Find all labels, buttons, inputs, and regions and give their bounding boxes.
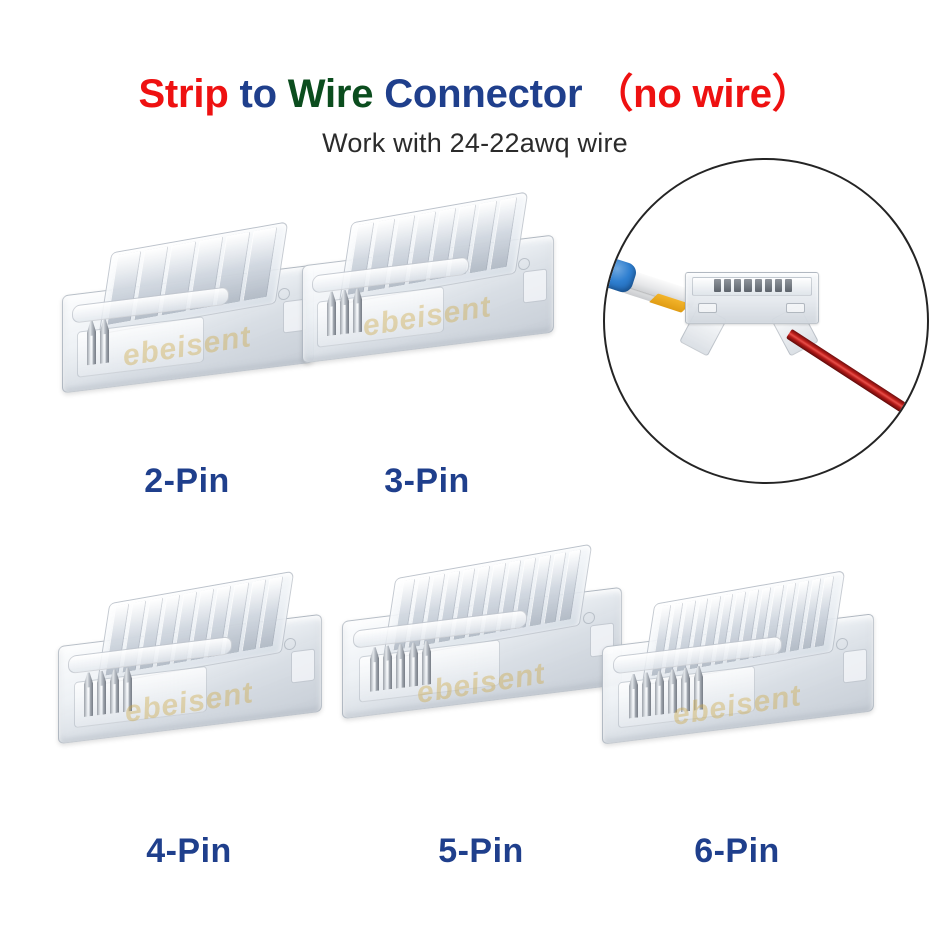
metal-pin — [110, 669, 119, 714]
metal-pin — [353, 288, 362, 333]
metal-pin — [655, 670, 664, 715]
product-label-3-pin: 3-Pin — [384, 462, 470, 500]
page-title: Strip to Wire Connector （no wire） — [0, 0, 950, 114]
metal-pin — [370, 647, 379, 692]
connector-contact-teeth — [714, 279, 792, 292]
product-5-pin[interactable]: ebeisent — [342, 543, 622, 758]
product-label-5-pin: 5-Pin — [438, 832, 524, 870]
metal-pin — [681, 667, 690, 712]
title-segment-0: Strip — [138, 72, 240, 116]
metal-pin — [668, 669, 677, 714]
title-segment-3: Connector — [384, 72, 594, 116]
metal-pin — [123, 667, 132, 712]
metal-pin — [87, 320, 96, 365]
connector-pins — [370, 640, 431, 693]
connector-shell — [685, 272, 819, 324]
connector-tab — [523, 268, 547, 304]
metal-pin — [100, 319, 109, 364]
metal-pin — [383, 645, 392, 690]
connector-pins — [84, 667, 132, 719]
product-6-pin[interactable]: ebeisent — [602, 570, 874, 778]
product-label-2-pin: 2-Pin — [144, 462, 230, 500]
metal-pin — [629, 673, 638, 718]
metal-pin — [694, 665, 703, 710]
inset-connector-illustration — [679, 272, 819, 357]
product-label-6-pin: 6-Pin — [694, 832, 780, 870]
metal-pin — [84, 672, 93, 717]
connector-slot-left — [698, 303, 717, 313]
metal-pin — [97, 670, 106, 715]
connector-body-6-pin — [602, 570, 874, 778]
product-3-pin[interactable]: ebeisent — [302, 191, 554, 383]
connector-body-2-pin — [62, 221, 314, 413]
usage-detail-circle — [603, 158, 929, 484]
connector-body-3-pin — [302, 191, 554, 383]
connector-lid — [692, 277, 812, 296]
metal-pin — [642, 672, 651, 717]
connector-pins — [629, 665, 703, 720]
connector-pins — [87, 319, 109, 368]
metal-pin — [396, 643, 405, 688]
usage-detail-content — [605, 160, 927, 482]
red-wire — [786, 328, 907, 413]
metal-pin — [422, 640, 431, 685]
metal-pin — [409, 642, 418, 687]
title-segment-1: to — [239, 72, 288, 116]
title-segment-4: （no wire） — [593, 72, 812, 116]
connector-tab — [290, 648, 315, 684]
connector-body-4-pin — [58, 570, 322, 773]
product-2-pin[interactable]: ebeisent — [62, 221, 314, 413]
connector-pins — [327, 288, 362, 338]
product-label-4-pin: 4-Pin — [146, 832, 232, 870]
metal-pin — [340, 289, 349, 334]
header: Strip to Wire Connector （no wire） Work w… — [0, 0, 950, 159]
metal-pin — [327, 291, 336, 336]
product-4-pin[interactable]: ebeisent — [58, 570, 322, 773]
connector-body-5-pin — [342, 543, 622, 758]
title-segment-2: Wire — [287, 72, 385, 116]
page-subtitle: Work with 24-22awq wire — [322, 128, 628, 158]
connector-tab — [842, 648, 867, 684]
connector-slot-right — [786, 303, 805, 313]
